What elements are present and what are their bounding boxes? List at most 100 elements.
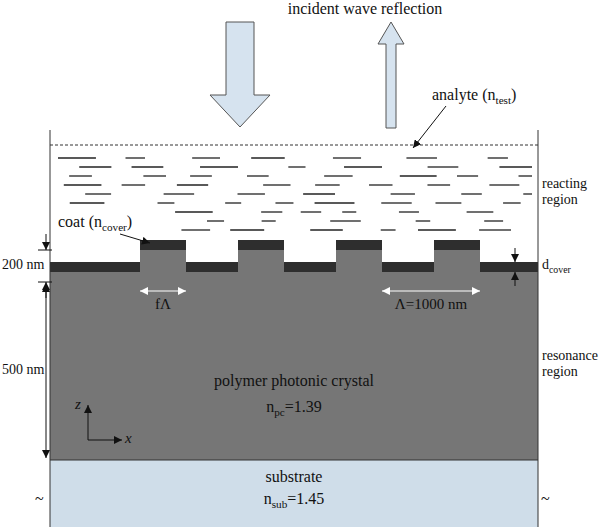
molecule-dash bbox=[64, 184, 102, 185]
region-label: resonance region bbox=[542, 348, 606, 380]
region-label: reacting region bbox=[542, 176, 606, 208]
molecule-dash bbox=[132, 166, 164, 167]
molecule-dash bbox=[70, 202, 105, 203]
molecule-dash bbox=[181, 229, 210, 230]
layer-name: substrate bbox=[194, 468, 394, 486]
dim-arrow bbox=[46, 284, 47, 458]
right-wall bbox=[538, 130, 539, 527]
analyte-leader bbox=[413, 106, 446, 148]
incident-arrow bbox=[210, 22, 270, 127]
molecule-dash bbox=[418, 229, 456, 230]
break-mark: ~ bbox=[541, 490, 550, 508]
molecule-dash bbox=[488, 157, 508, 158]
axis-label: z bbox=[75, 396, 81, 413]
text-run: n bbox=[266, 398, 274, 415]
coat-label: coat (ncover) bbox=[58, 213, 132, 231]
molecule-dash bbox=[164, 193, 195, 194]
molecule-dash bbox=[190, 175, 212, 176]
molecule-dash bbox=[427, 184, 450, 185]
molecule-dash bbox=[369, 184, 392, 185]
dimension-label: 200 nm bbox=[2, 257, 44, 273]
molecule-dash bbox=[262, 220, 276, 221]
molecule-dash bbox=[310, 229, 343, 230]
break-mark: ~ bbox=[35, 490, 44, 508]
molecule-dash bbox=[126, 157, 145, 158]
dimension-label: Λ=1000 nm bbox=[395, 296, 467, 313]
molecule-dash bbox=[484, 220, 503, 221]
molecule-dash bbox=[261, 211, 282, 212]
molecule-dash bbox=[288, 166, 305, 167]
molecule-dash bbox=[85, 193, 111, 194]
molecule-dash bbox=[381, 229, 396, 230]
molecule-dash bbox=[503, 202, 521, 203]
molecule-dash bbox=[207, 220, 224, 221]
molecule-dash bbox=[399, 211, 419, 212]
molecule-dash bbox=[435, 202, 461, 203]
molecule-dash bbox=[428, 166, 459, 167]
molecule-dash bbox=[303, 193, 335, 194]
molecule-dash bbox=[330, 220, 361, 221]
analyte-surface bbox=[50, 145, 538, 146]
analyte-label: analyte (ntest) bbox=[432, 86, 516, 104]
molecule-dash bbox=[333, 157, 361, 158]
text-run: n bbox=[264, 490, 272, 507]
molecule-dash bbox=[324, 175, 352, 176]
axis-arrow bbox=[88, 405, 89, 440]
molecule-dash bbox=[79, 166, 111, 167]
dimension-label: dcover bbox=[542, 257, 571, 273]
text-run: =1.39 bbox=[285, 398, 322, 415]
dim-arrow bbox=[515, 248, 516, 262]
figure-caption-label: incident wave reflection bbox=[288, 0, 443, 18]
left-wall bbox=[50, 130, 51, 527]
layer-name: polymer photonic crystal bbox=[214, 372, 374, 390]
molecule-dash bbox=[122, 184, 146, 185]
grating-ridges bbox=[140, 240, 480, 272]
dim-arrow bbox=[382, 290, 480, 291]
subscript: test bbox=[496, 94, 512, 106]
molecule-dash bbox=[391, 193, 415, 194]
molecule-dash bbox=[406, 157, 437, 158]
dimension-label: fΛ bbox=[155, 296, 171, 313]
molecule-dash bbox=[519, 175, 532, 176]
molecule-dash bbox=[315, 202, 355, 203]
molecule-dash bbox=[225, 202, 241, 203]
interface-line bbox=[50, 460, 538, 461]
molecule-dash bbox=[301, 211, 321, 212]
text-run: analyte (n bbox=[432, 86, 496, 103]
axis-arrow bbox=[88, 440, 122, 441]
molecule-dash bbox=[192, 157, 220, 158]
molecule-dash bbox=[467, 211, 494, 212]
molecule-dash bbox=[315, 184, 340, 185]
text-run: coat (n bbox=[58, 213, 102, 230]
dim-arrow bbox=[140, 290, 186, 291]
molecule-dash bbox=[461, 193, 482, 194]
axis-label: x bbox=[125, 430, 132, 447]
dimension-label: 500 nm bbox=[2, 362, 44, 378]
subscript: sub bbox=[272, 499, 288, 511]
text-run: ) bbox=[127, 213, 132, 230]
text-run: ) bbox=[511, 86, 516, 103]
analyte-molecules bbox=[58, 158, 532, 230]
molecule-dash bbox=[523, 193, 532, 194]
substrate-layer: substrate nsub=1.45 bbox=[50, 460, 538, 527]
molecule-dash bbox=[381, 202, 411, 203]
molecule-dash bbox=[177, 184, 208, 185]
dim-extension bbox=[38, 282, 52, 283]
molecule-dash bbox=[175, 211, 213, 212]
reflection-arrow bbox=[378, 22, 404, 128]
text-run: =1.45 bbox=[287, 490, 324, 507]
molecule-dash bbox=[342, 211, 356, 212]
molecule-dash bbox=[238, 193, 265, 194]
molecule-dash bbox=[479, 229, 511, 230]
refractive-index: npc=1.39 bbox=[214, 398, 374, 416]
molecule-dash bbox=[416, 220, 431, 221]
dim-arrow bbox=[46, 234, 47, 250]
molecule-dash bbox=[263, 184, 290, 185]
molecule-dash bbox=[400, 175, 437, 176]
subscript: pc bbox=[274, 407, 285, 419]
molecule-dash bbox=[230, 229, 264, 230]
molecule-dash bbox=[344, 166, 382, 167]
coat-leader bbox=[120, 234, 150, 243]
subscript: cover bbox=[549, 264, 571, 275]
